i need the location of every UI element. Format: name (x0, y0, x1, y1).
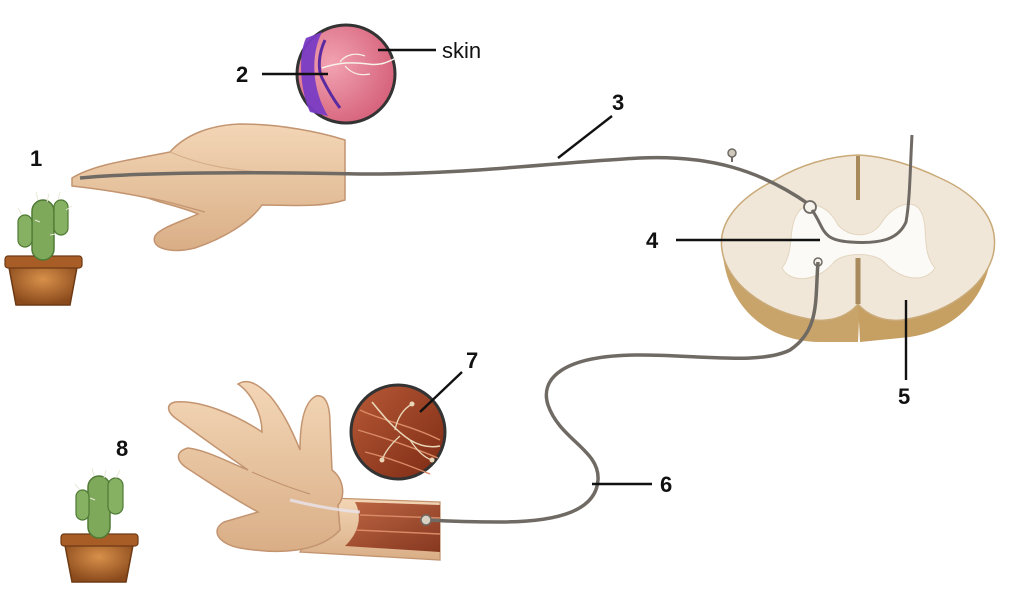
label-6: 6 (660, 472, 672, 497)
cactus-icon (4, 191, 83, 306)
leader-7 (419, 371, 463, 413)
label-8: 8 (116, 436, 128, 461)
leader-3 (557, 115, 613, 159)
label-skin: skin (442, 38, 481, 63)
pointing-hand (71, 123, 346, 252)
label-1: 1 (30, 146, 42, 171)
withdrawing-hand (167, 380, 441, 561)
sensory-neuron (79, 148, 817, 214)
motor-neuron (420, 261, 820, 526)
cactus-icon (60, 467, 139, 583)
spinal-cord-cross-section (720, 154, 996, 342)
label-5: 5 (898, 384, 910, 409)
label-7: 7 (466, 348, 478, 373)
label-3: 3 (612, 90, 624, 115)
label-2: 2 (236, 62, 248, 87)
label-4: 4 (646, 228, 659, 253)
muscle-effector-inset (349, 383, 447, 481)
